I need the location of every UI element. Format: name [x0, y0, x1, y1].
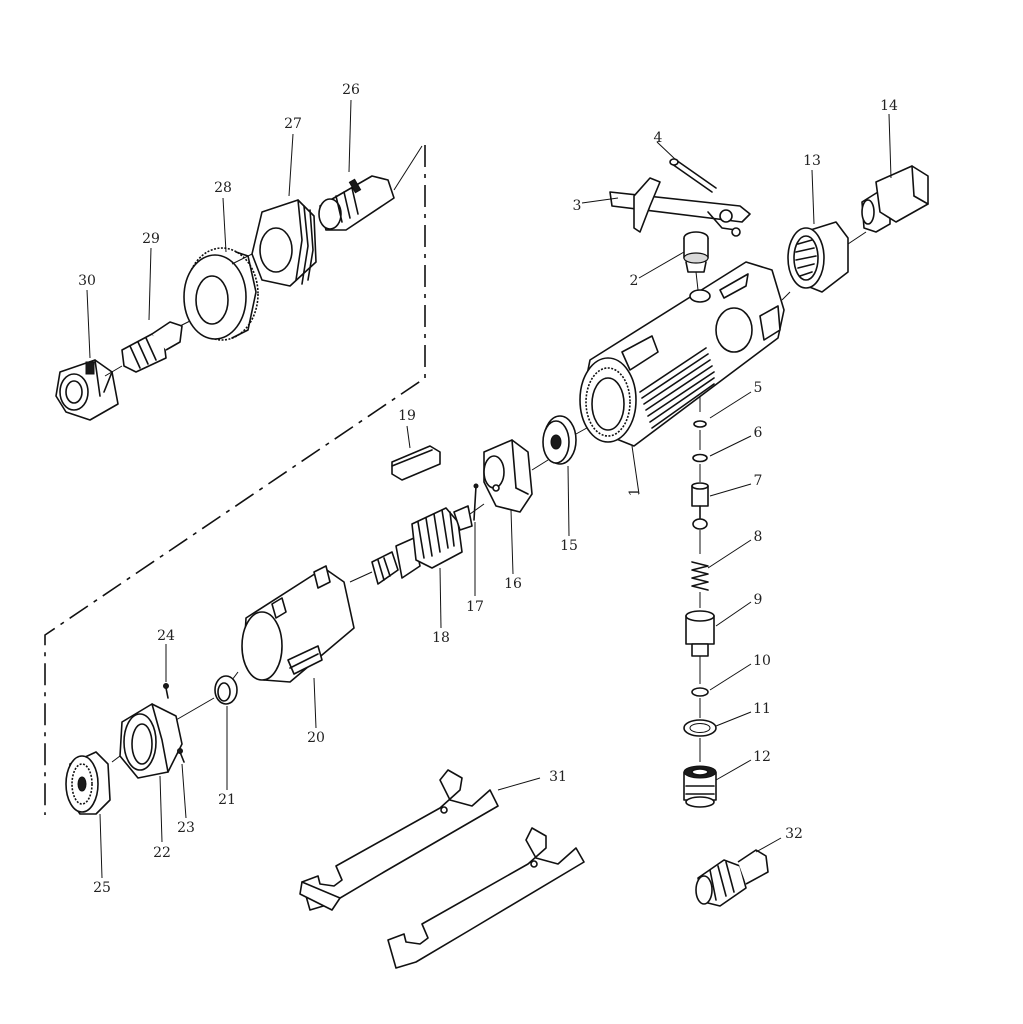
- part-29-collet: [104, 317, 197, 377]
- part-20-cylinder: [231, 565, 355, 683]
- part-11-washer: [683, 719, 717, 737]
- label-part-7: 7: [754, 473, 763, 489]
- label-part-16: 16: [504, 576, 522, 592]
- label-part-32: 32: [785, 826, 803, 842]
- part-4-lever-pin: [669, 158, 717, 193]
- part-16-rear-plate: [483, 439, 533, 513]
- part-17-pin: [473, 483, 479, 521]
- part-15-bearing: [531, 415, 595, 471]
- label-part-12: 12: [753, 749, 771, 765]
- label-part-20: 20: [307, 730, 325, 746]
- label-part-13: 13: [803, 153, 821, 169]
- label-part-15: 15: [560, 538, 578, 554]
- label-part-8: 8: [754, 529, 763, 545]
- part-7-valve-stem: [691, 482, 709, 530]
- part-19-key: [391, 445, 441, 481]
- label-part-19: 19: [398, 408, 416, 424]
- label-part-27: 27: [284, 116, 302, 132]
- part-3-lever: [609, 177, 751, 237]
- part-9-valve-seat: [685, 610, 715, 657]
- assembly-boundary: [44, 145, 426, 815]
- part-8-spring: [691, 561, 709, 591]
- part-21-spacer-ring: [175, 675, 238, 721]
- part-14-air-fitting: [861, 165, 929, 233]
- part-18-rotor: [349, 503, 485, 585]
- part-22-bearing-housing: [111, 703, 183, 779]
- part-6-o-ring: [692, 453, 708, 463]
- label-part-4: 4: [654, 130, 663, 146]
- part-1-housing: [579, 261, 785, 447]
- part-25-front-bearing: [65, 751, 111, 815]
- label-part-18: 18: [432, 630, 450, 646]
- part-31-wrenches: [299, 769, 585, 969]
- part-26-sleeve: [318, 145, 423, 231]
- label-part-25: 25: [93, 880, 111, 896]
- label-part-10: 10: [753, 653, 771, 669]
- part-32-spare-collet: [695, 849, 769, 907]
- label-part-17: 17: [466, 599, 484, 615]
- part-28-knurled-ring: [183, 247, 259, 341]
- label-part-30: 30: [78, 273, 96, 289]
- part-10-o-ring: [691, 687, 709, 697]
- part-27-threaded-ring: [231, 199, 317, 287]
- part-24-screw: [163, 683, 169, 699]
- leader-lines: [86, 99, 892, 879]
- valve-stack: [683, 396, 717, 808]
- label-part-1: 1: [627, 488, 643, 497]
- label-part-5: 5: [754, 380, 763, 396]
- label-part-22: 22: [153, 845, 171, 861]
- label-part-26: 26: [342, 82, 360, 98]
- part-23-pin: [177, 748, 185, 763]
- label-part-21: 21: [218, 792, 236, 808]
- label-part-14: 14: [880, 98, 898, 114]
- label-part-11: 11: [753, 701, 771, 717]
- part-30-collet-nut: [55, 359, 119, 421]
- part-5-o-ring: [693, 420, 707, 428]
- label-part-24: 24: [157, 628, 175, 644]
- part-13-end-cap: [781, 221, 867, 301]
- part-12-valve-cap: [683, 765, 717, 808]
- label-part-23: 23: [177, 820, 195, 836]
- label-part-29: 29: [142, 231, 160, 247]
- label-part-2: 2: [630, 273, 639, 289]
- label-part-9: 9: [754, 592, 763, 608]
- label-part-6: 6: [754, 425, 763, 441]
- part-labels: 1 2 3 4 5 6 7 8 9 10 11 12 13 14 15 16 1…: [78, 82, 898, 896]
- label-part-28: 28: [214, 180, 232, 196]
- part-2-plunger: [683, 231, 709, 291]
- label-part-3: 3: [573, 198, 582, 214]
- label-part-31: 31: [549, 769, 567, 785]
